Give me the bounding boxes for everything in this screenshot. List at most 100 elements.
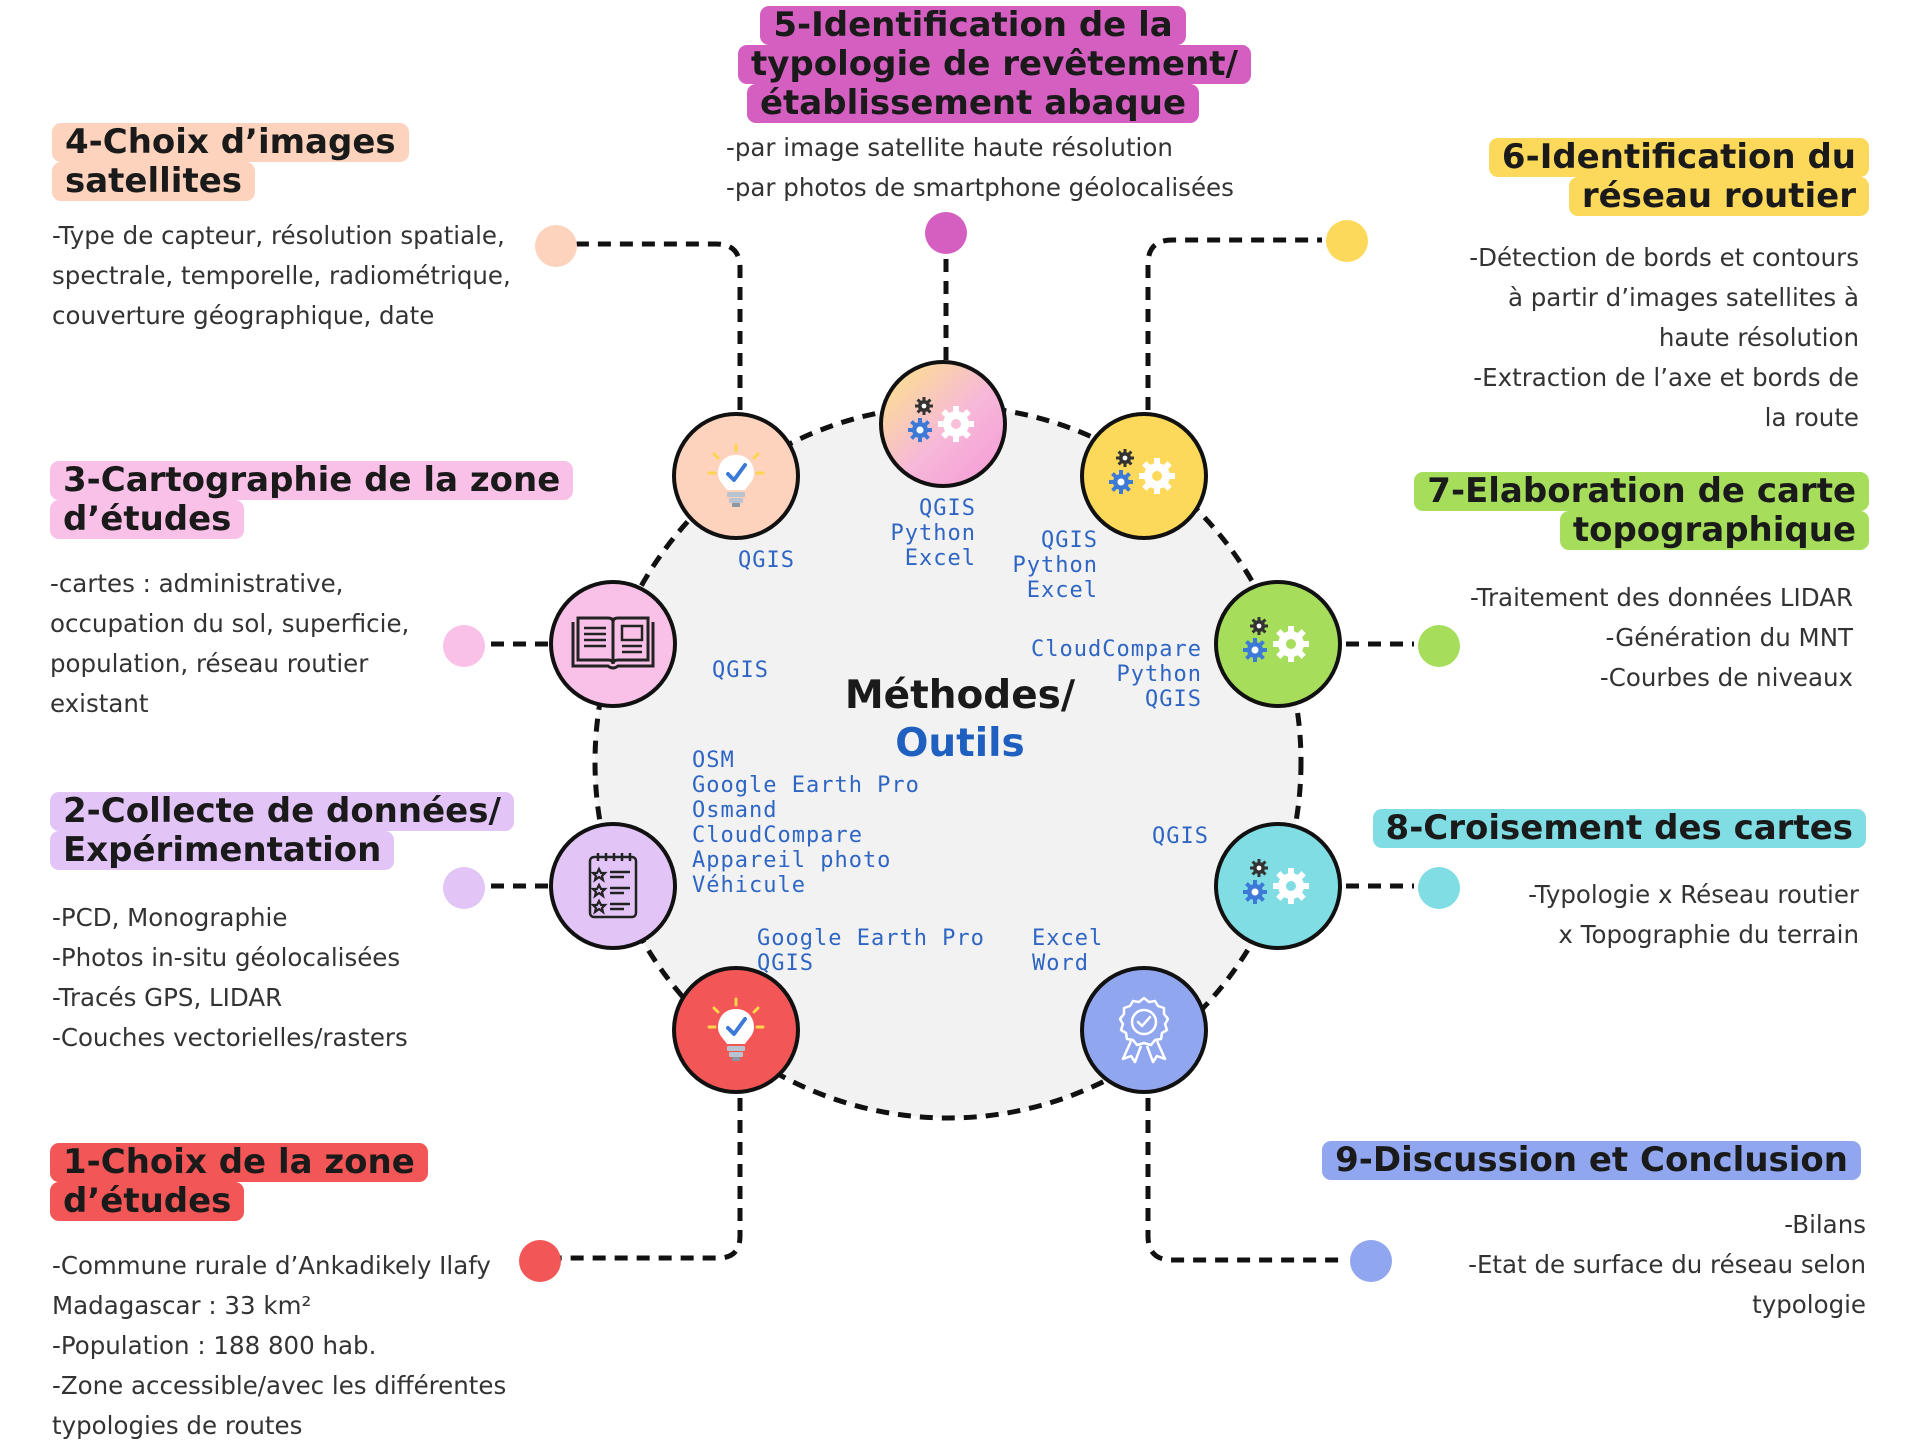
endpoint-dot-s2 <box>443 867 485 909</box>
endpoint-dot-s3 <box>443 625 485 667</box>
desc-line: -cartes : administrative, <box>50 569 344 598</box>
step-title-s3: 3-Cartographie de la zone d’études <box>50 461 574 539</box>
hub-title-line1: Méthodes/ <box>844 673 1076 718</box>
desc-line: Madagascar : 33 km² <box>52 1291 312 1320</box>
hub-title: Méthodes/ Outils <box>760 672 1160 768</box>
tool-label: QGIS <box>712 658 769 683</box>
tools-s3: QGIS <box>712 658 769 683</box>
step-title-line: 9-Discussion et Conclusion <box>1322 1141 1861 1180</box>
lightbulb-check-icon <box>707 443 765 507</box>
desc-line: -Etat de surface du réseau selon <box>1468 1250 1866 1279</box>
desc-line: x Topographie du terrain <box>1558 920 1859 949</box>
step-desc-s9: -Bilans -Etat de surface du réseau selon… <box>1468 1205 1866 1325</box>
tool-label: Python <box>890 521 976 546</box>
tool-label: Osmand <box>692 798 778 823</box>
tool-label: Google Earth Pro <box>692 773 920 798</box>
tool-label: Appareil photo <box>692 848 892 873</box>
connector-s6 <box>1145 237 1322 410</box>
step-title-s5: 5-Identification de la typologie de revê… <box>738 6 1251 123</box>
desc-line: -Zone accessible/avec les différentes <box>52 1371 507 1400</box>
tool-label: Google Earth Pro <box>757 926 985 951</box>
step-title-line: 6-Identification du <box>1488 138 1869 177</box>
desc-line: occupation du sol, superficie, <box>50 609 410 638</box>
tool-label: QGIS <box>757 951 814 976</box>
node-s8 <box>1214 822 1342 950</box>
tools-s2: OSM Google Earth Pro Osmand CloudCompare… <box>692 748 920 898</box>
tool-label: QGIS <box>919 496 976 521</box>
tool-label: QGIS <box>1041 528 1098 553</box>
endpoint-dot-s4 <box>535 225 577 267</box>
desc-line: -Génération du MNT <box>1605 623 1853 652</box>
tools-s4: QGIS <box>738 548 795 573</box>
connector-s1 <box>560 1098 743 1261</box>
step-title-line: 8-Croisement des cartes <box>1372 809 1866 848</box>
endpoint-dot-s6 <box>1326 220 1368 262</box>
gears-icon <box>1243 859 1309 904</box>
tool-label: QGIS <box>1152 824 1209 849</box>
tool-label: OSM <box>692 748 735 773</box>
tool-label: QGIS <box>1145 687 1202 712</box>
step-title-line: 3-Cartographie de la zone <box>50 461 574 500</box>
tool-label: CloudCompare <box>1031 637 1202 662</box>
desc-line: spectrale, temporelle, radiométrique, <box>52 261 511 290</box>
desc-line: -Type de capteur, résolution spatiale, <box>52 221 505 250</box>
step-title-s7: 7-Elaboration de carte topographique <box>1414 472 1869 550</box>
step-title-s8: 8-Croisement des cartes <box>1372 809 1866 848</box>
tool-label: Véhicule <box>692 873 806 898</box>
gears-icon <box>1109 449 1175 494</box>
step-desc-s8: -Typologie x Réseau routier x Topographi… <box>1528 875 1859 955</box>
node-s7 <box>1214 580 1342 708</box>
desc-line: population, réseau routier <box>50 649 369 678</box>
step-title-line: 1-Choix de la zone <box>50 1143 428 1182</box>
step-title-line: réseau routier <box>1568 177 1869 216</box>
step-title-line: topographique <box>1559 511 1869 550</box>
tool-label: QGIS <box>738 548 795 573</box>
desc-line: -par image satellite haute résolution <box>726 133 1173 162</box>
desc-line: -Couches vectorielles/rasters <box>52 1023 408 1052</box>
step-title-line: typologie de revêtement/ <box>738 45 1251 84</box>
endpoint-dot-s7 <box>1418 625 1460 667</box>
desc-line: -Bilans <box>1784 1210 1866 1239</box>
step-title-s6: 6-Identification du réseau routier <box>1488 138 1869 216</box>
tool-label: CloudCompare <box>692 823 863 848</box>
desc-line: typologies de routes <box>52 1411 303 1440</box>
checklist-icon <box>588 853 638 919</box>
open-book-icon <box>571 616 655 670</box>
step-desc-s7: -Traitement des données LIDAR -Génératio… <box>1470 578 1853 698</box>
tool-label: Excel <box>904 546 976 571</box>
desc-line: -Courbes de niveaux <box>1599 663 1853 692</box>
desc-line: -Photos in-situ géolocalisées <box>52 943 401 972</box>
step-desc-s4: -Type de capteur, résolution spatiale, s… <box>52 216 511 336</box>
step-title-line: satellites <box>52 162 256 201</box>
tools-s5: QGIS Python Excel <box>870 496 976 571</box>
endpoint-dot-s8 <box>1418 867 1460 909</box>
step-desc-s3: -cartes : administrative, occupation du … <box>50 564 409 724</box>
tools-s1: Google Earth Pro QGIS <box>757 926 985 976</box>
desc-line: la route <box>1764 403 1859 432</box>
step-title-s2: 2-Collecte de données/ Expérimentation <box>50 792 514 870</box>
tool-label: Word <box>1032 951 1089 976</box>
gears-icon <box>908 397 974 442</box>
node-s3 <box>549 580 677 708</box>
desc-line: à partir d’images satellites à <box>1507 283 1859 312</box>
desc-line: -Tracés GPS, LIDAR <box>52 983 283 1012</box>
step-title-s9: 9-Discussion et Conclusion <box>1322 1141 1861 1180</box>
step-desc-s5: -par image satellite haute résolution -p… <box>726 128 1234 208</box>
step-title-line: établissement abaque <box>746 84 1200 123</box>
node-s6 <box>1080 412 1208 540</box>
gears-icon <box>1243 617 1309 662</box>
desc-line: existant <box>50 689 149 718</box>
endpoint-dot-s5 <box>925 212 967 254</box>
desc-line: couverture géographique, date <box>52 301 435 330</box>
node-s1 <box>672 966 800 1094</box>
award-badge-icon <box>1118 996 1170 1064</box>
desc-line: -Typologie x Réseau routier <box>1528 880 1859 909</box>
step-title-line: 5-Identification de la <box>760 6 1186 45</box>
tools-s7: CloudCompare Python QGIS <box>992 637 1202 712</box>
step-desc-s1: -Commune rurale d’Ankadikely Ilafy Madag… <box>52 1246 506 1446</box>
node-s5 <box>879 360 1007 488</box>
desc-line: -par photos de smartphone géolocalisées <box>726 173 1234 202</box>
desc-line: -Population : 188 800 hab. <box>52 1331 377 1360</box>
